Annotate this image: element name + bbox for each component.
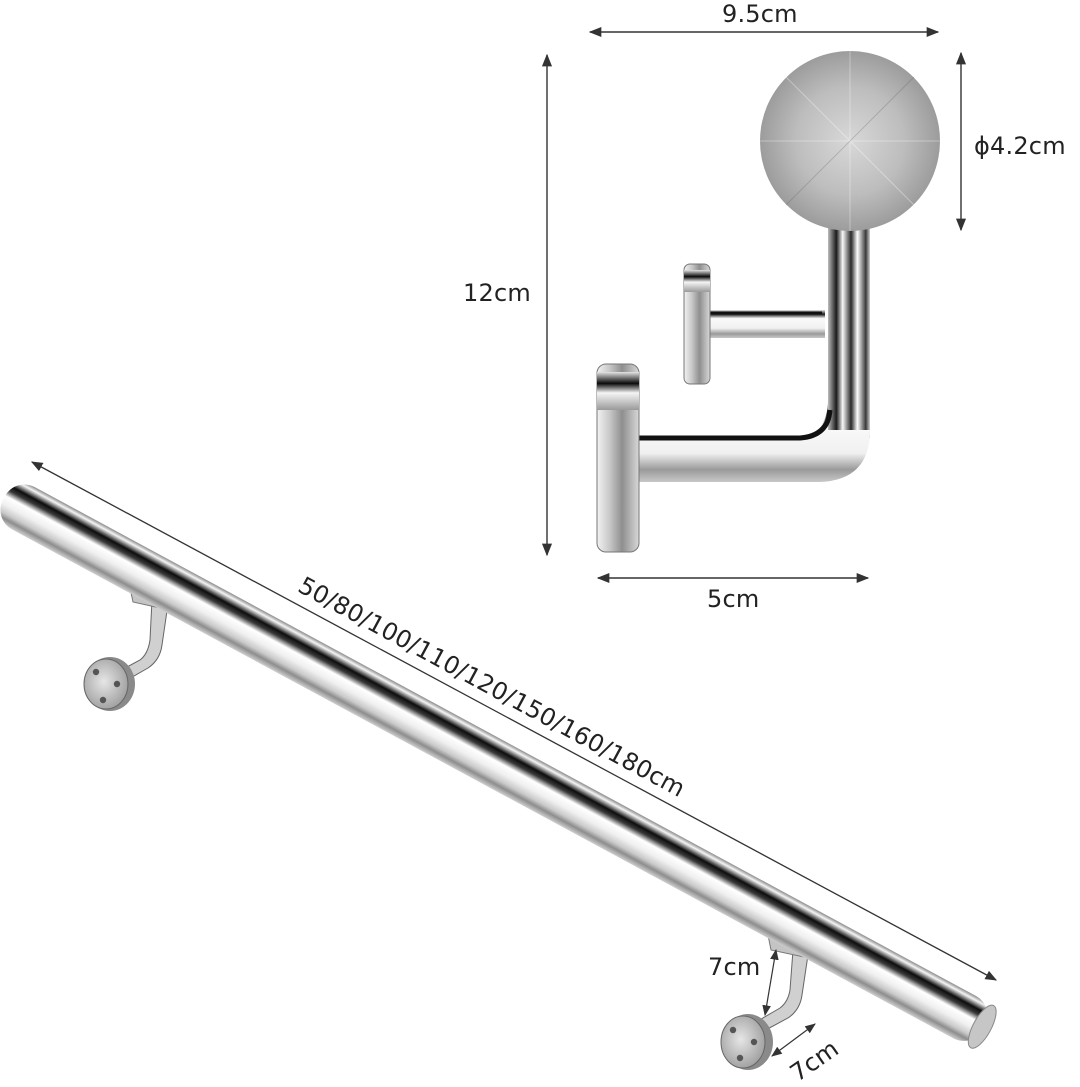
bracket-horizontal-dimension-line xyxy=(771,1023,816,1057)
cap-diameter-label: ϕ4.2cm xyxy=(974,132,1066,160)
bracket-detail xyxy=(541,26,967,584)
bracket-vertical-label: 7cm xyxy=(708,953,761,981)
rail-bracket-right xyxy=(720,934,819,1070)
bracket-vertical-tube xyxy=(828,228,870,438)
handrail-tube xyxy=(0,484,997,1049)
bracket-saddle-cap xyxy=(760,51,940,231)
bracket-back-arm xyxy=(705,310,825,338)
rail-end-cap xyxy=(967,1004,997,1049)
bracket-vertical-dimension-line xyxy=(762,948,779,1017)
rail-length-dimension-line xyxy=(30,461,998,981)
handrail-assembly xyxy=(0,461,998,1070)
wall-offset-label: 5cm xyxy=(707,585,760,613)
bracket-width-label: 9.5cm xyxy=(722,0,798,28)
bracket-back-wall-plate xyxy=(683,263,711,385)
bracket-height-label: 12cm xyxy=(463,279,531,307)
